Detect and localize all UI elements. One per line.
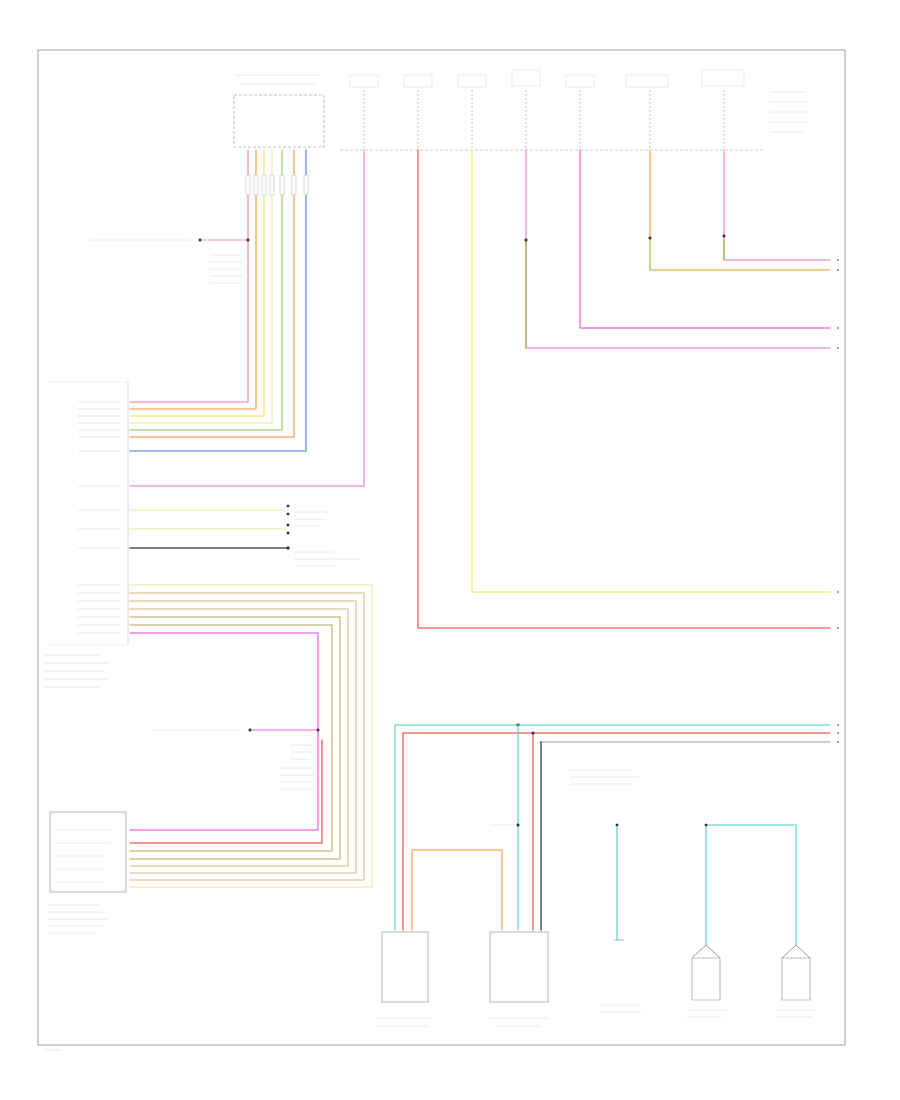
right-bus-terminals bbox=[837, 724, 839, 743]
device-2 bbox=[489, 931, 549, 1027]
lower-right-bus bbox=[394, 723, 839, 931]
right-edge-terminals bbox=[837, 259, 839, 629]
bus-annotation bbox=[570, 769, 640, 785]
device-4 bbox=[686, 823, 797, 1018]
top-left-wire-bundle bbox=[129, 149, 309, 452]
lower-left-wire-bundle bbox=[129, 584, 373, 888]
device-1 bbox=[375, 931, 430, 1027]
fuse-3 bbox=[457, 74, 487, 150]
fuse-2 bbox=[403, 74, 433, 150]
fuse-6 bbox=[625, 74, 669, 150]
mid-left-short-wires bbox=[129, 504, 360, 567]
module-label bbox=[45, 654, 110, 688]
fuse-block-label bbox=[770, 91, 810, 133]
top-fuse-block bbox=[340, 69, 810, 151]
bottom-left-component bbox=[48, 811, 127, 934]
fuse-5 bbox=[565, 74, 595, 150]
bottom-devices bbox=[375, 823, 816, 1027]
fuse-7 bbox=[701, 69, 745, 150]
device-3 bbox=[600, 823, 642, 1013]
left-module-connector bbox=[45, 381, 129, 688]
top-left-component bbox=[233, 74, 325, 148]
fuse-output-wires bbox=[129, 149, 839, 629]
fuse-1 bbox=[349, 74, 379, 150]
wire-color-code-marks bbox=[245, 174, 309, 196]
fuse-4 bbox=[511, 69, 541, 150]
left-splice-annotation bbox=[90, 238, 250, 284]
diagram-frame bbox=[37, 49, 846, 1046]
connector-pin-labels bbox=[78, 401, 120, 634]
device-5 bbox=[776, 944, 816, 1018]
